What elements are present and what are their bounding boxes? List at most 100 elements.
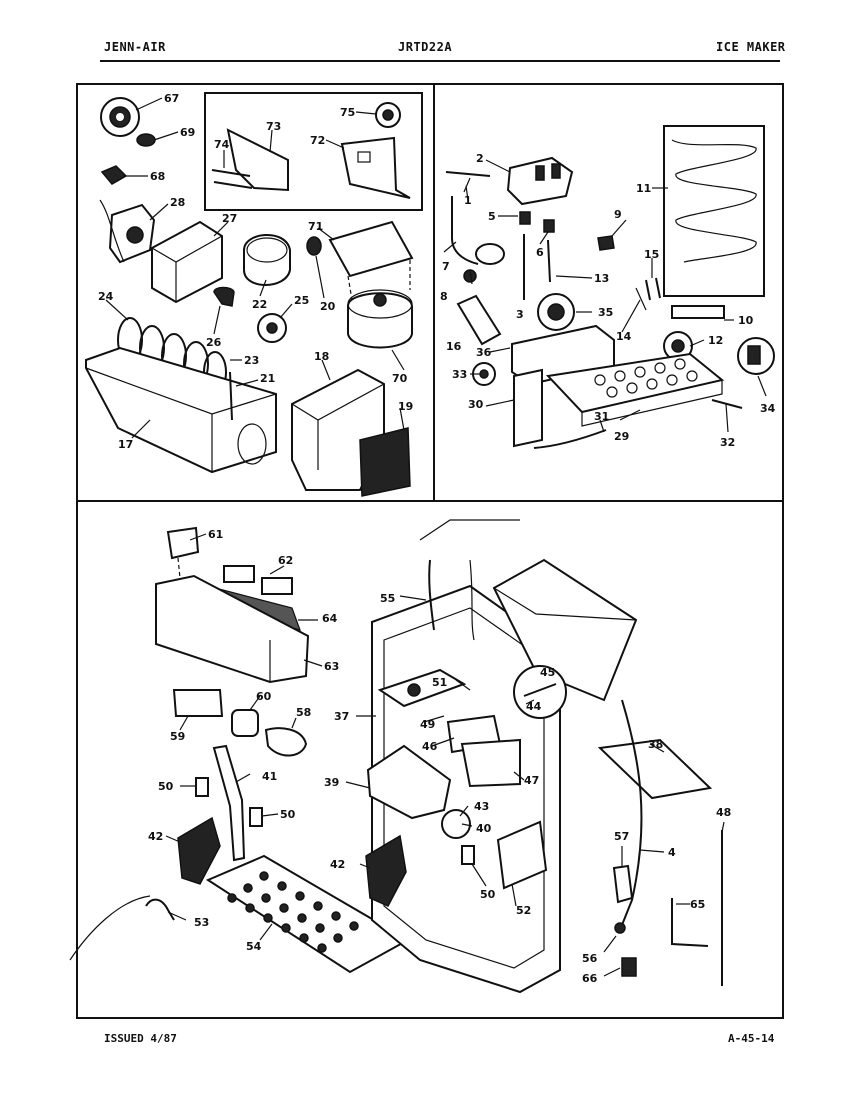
callout-48: 48	[716, 806, 731, 819]
callout-60: 60	[256, 690, 272, 703]
part-21-rod	[229, 371, 233, 421]
part-29-mold	[545, 352, 725, 427]
callout-38: 38	[648, 738, 663, 751]
callout-20: 20	[320, 300, 336, 313]
part-71-cover	[328, 220, 414, 301]
callout-71: 71	[308, 220, 323, 233]
callout-19: 19	[398, 400, 413, 413]
part-11-heater	[663, 125, 765, 297]
part-44-45-detail	[513, 665, 567, 719]
callout-2: 2	[476, 152, 484, 165]
callout-65: 65	[690, 898, 705, 911]
part-27-housing	[151, 220, 223, 304]
part-7-tube	[451, 196, 479, 265]
callout-52: 52	[516, 904, 531, 917]
part-39-door	[366, 744, 452, 820]
callout-58: 58	[296, 706, 311, 719]
callout-44: 44	[526, 700, 542, 713]
bottom-panel-frame	[76, 500, 784, 1019]
callout-43: 43	[474, 800, 489, 813]
callout-3: 3	[516, 308, 524, 321]
callout-25: 25	[294, 294, 309, 307]
callout-50b: 50	[280, 808, 296, 821]
callout-27: 27	[222, 212, 237, 225]
part-62-switches	[223, 565, 293, 595]
callout-64: 64	[322, 612, 338, 625]
callout-57: 57	[614, 830, 629, 843]
callout-21: 21	[260, 372, 275, 385]
callout-67: 67	[164, 92, 179, 105]
part-68-clip	[100, 165, 128, 185]
part-15-terminals	[645, 277, 661, 301]
callout-22: 22	[252, 298, 267, 311]
part-40-seal	[441, 809, 471, 839]
callout-4: 4	[668, 846, 676, 859]
callout-75: 75	[340, 106, 355, 119]
part-65-elbow-tube	[671, 898, 709, 947]
callout-70: 70	[392, 372, 408, 385]
callout-66: 66	[582, 972, 598, 985]
part-10-clip	[671, 305, 725, 319]
page-number: A-45-14	[728, 1032, 775, 1045]
header-rule	[100, 60, 780, 62]
callout-37: 37	[334, 710, 349, 723]
callouts: 67 69 68 28 27 22 20 25 26 23 24 21 17 1…	[98, 92, 776, 985]
part-70-motor	[347, 289, 413, 349]
part-2-valve	[506, 156, 574, 206]
part-75-switch	[375, 102, 401, 128]
part-52-solenoid	[496, 820, 548, 890]
part-50-clip-a	[195, 777, 209, 797]
motor-inset-frame	[204, 92, 423, 211]
section-label: ICE MAKER	[716, 40, 786, 54]
part-1-tube	[445, 171, 491, 177]
part-4-water-tube	[619, 699, 643, 931]
callout-6: 6	[536, 246, 544, 259]
callout-39: 39	[324, 776, 339, 789]
callout-59: 59	[170, 730, 185, 743]
callout-5: 5	[488, 210, 496, 223]
part-54-grille	[205, 854, 411, 974]
part-38-pad	[597, 738, 713, 800]
callout-16: 16	[446, 340, 462, 353]
callout-10: 10	[738, 314, 754, 327]
callout-9: 9	[614, 208, 622, 221]
callout-33: 33	[452, 368, 467, 381]
callout-46: 46	[422, 740, 438, 753]
callout-14: 14	[616, 330, 632, 343]
part-20-bushing	[306, 236, 322, 256]
callout-54: 54	[246, 940, 262, 953]
callout-32: 32	[720, 436, 735, 449]
part-32-shaft	[711, 399, 743, 409]
callout-8: 8	[440, 290, 448, 303]
part-13-tube	[547, 239, 551, 283]
part-9-clip	[597, 235, 615, 251]
callout-30: 30	[468, 398, 484, 411]
callout-69: 69	[180, 126, 195, 139]
callout-28: 28	[170, 196, 185, 209]
part-35-cam	[537, 293, 575, 331]
part-49-bracket	[377, 668, 467, 708]
callout-13: 13	[594, 272, 609, 285]
callout-35: 35	[598, 306, 613, 319]
part-28-bracket	[99, 199, 156, 264]
callout-61: 61	[208, 528, 223, 541]
callout-63: 63	[324, 660, 339, 673]
part-50-clip-c	[461, 845, 475, 865]
part-25-gear	[257, 313, 287, 343]
callout-42a: 42	[148, 830, 163, 843]
part-56-clamp	[614, 922, 626, 934]
part-60-bushing	[231, 709, 259, 737]
callout-34: 34	[760, 402, 776, 415]
leader-lines	[105, 97, 767, 977]
part-42-paddle-b	[365, 834, 407, 907]
callout-12: 12	[708, 334, 723, 347]
callout-31: 31	[594, 410, 609, 423]
part-53-spring	[69, 895, 175, 961]
callout-29: 29	[614, 430, 629, 443]
callout-72: 72	[310, 134, 325, 147]
part-19-door	[359, 427, 411, 497]
part-16-tube	[456, 294, 502, 346]
callout-53: 53	[194, 916, 209, 929]
part-34-cutout-detail	[737, 337, 775, 375]
